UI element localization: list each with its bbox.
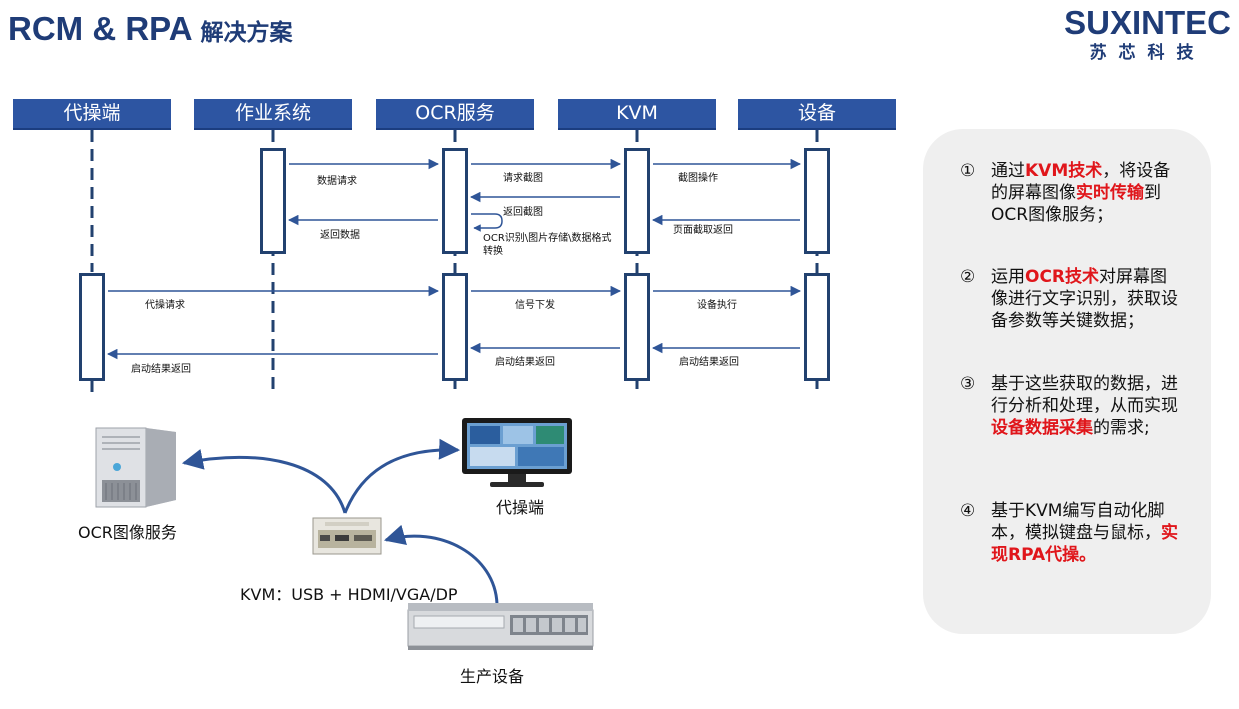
kvm-device-icon: [312, 517, 382, 555]
arrow-equipment-to-kvm: [383, 524, 499, 605]
msg-start-return-kvm: 启动结果返回: [679, 357, 739, 368]
item-number: ③: [960, 374, 976, 394]
item-number: ②: [960, 267, 976, 287]
company-logo: SUXINTEC 苏芯科技: [1064, 4, 1231, 63]
item-text: 基于KVM编写自动化脚本，模拟键盘与鼠标，: [991, 501, 1165, 543]
activation-os: [260, 148, 286, 254]
msg-return-data: 返回数据: [320, 230, 360, 241]
item-number: ④: [960, 501, 976, 521]
msg-start-return-operator: 启动结果返回: [131, 364, 191, 375]
lane-device: 设备: [738, 99, 896, 130]
label-ocr-server: OCR图像服务: [78, 523, 177, 542]
activation-device-1: [804, 148, 830, 254]
lane-ocr: OCR服务: [376, 99, 534, 130]
msg-start-return-ocr: 启动结果返回: [495, 357, 555, 368]
production-equipment-icon: [407, 603, 594, 650]
item-highlight: 实时传输: [1076, 183, 1144, 203]
activation-kvm-1: [624, 148, 650, 254]
monitor-icon: [462, 418, 572, 487]
item-highlight: KVM技术: [1025, 161, 1103, 181]
logo-en: SUXINTEC: [1064, 4, 1231, 41]
item-text: 的需求;: [1093, 418, 1150, 438]
item-highlight: 实现RPA代操。: [991, 523, 1178, 565]
msg-return-screenshot: 返回截图: [503, 207, 543, 218]
item-text: 到OCR图像服务；: [991, 183, 1161, 225]
logo-zh: 苏芯科技: [1089, 43, 1206, 63]
lane-kvm: KVM: [558, 99, 716, 130]
description-panel: ① 通过KVM技术，将设备的屏幕图像实时传输到OCR图像服务； ② 运用OCR技…: [923, 129, 1211, 634]
msg-data-request: 数据请求: [317, 176, 357, 187]
item-text: 基于这些获取的数据，进行分析和处理，从而实现: [991, 374, 1178, 416]
title-en: RCM & RPA: [8, 10, 193, 47]
item-text: 对屏幕图像进行文字识别，获取设备参数等关键数据；: [991, 267, 1178, 331]
activation-kvm-2: [624, 273, 650, 381]
item-highlight: 设备数据采集: [991, 418, 1093, 438]
lane-operator: 代操端: [13, 99, 171, 130]
lane-os: 作业系统: [194, 99, 352, 130]
msg-screenshot-request: 请求截图: [503, 173, 543, 184]
arrow-to-operator: [343, 438, 461, 514]
item-text: 运用: [991, 267, 1025, 287]
activation-ocr-1: [442, 148, 468, 254]
msg-page-capture-return: 页面截取返回: [673, 225, 733, 236]
label-operator-terminal: 代操端: [496, 498, 545, 517]
item-text: ，将设备的屏幕图像: [991, 161, 1171, 203]
arrow-self-ocr: [471, 213, 503, 232]
msg-screenshot-op: 截图操作: [678, 173, 718, 184]
page-title: RCM & RPA 解决方案: [8, 10, 293, 48]
server-icon: [95, 427, 176, 508]
item-text: 通过: [991, 161, 1025, 181]
activation-ocr-2: [442, 273, 468, 381]
msg-signal-send: 信号下发: [515, 300, 555, 311]
msg-operate-request: 代操请求: [145, 300, 185, 311]
msg-ocr-process-2: 转换: [483, 246, 503, 257]
activation-device-2: [804, 273, 830, 381]
label-production-equipment: 生产设备: [460, 667, 525, 686]
title-zh: 解决方案: [200, 20, 293, 46]
activation-operator: [79, 273, 105, 381]
item-number: ①: [960, 161, 976, 181]
msg-device-exec: 设备执行: [697, 300, 737, 311]
arrow-to-ocr-server: [181, 449, 347, 514]
msg-ocr-process-1: OCR识别\图片存储\数据格式: [483, 233, 612, 244]
item-highlight: OCR技术: [1025, 267, 1100, 287]
label-kvm: KVM：USB + HDMI/VGA/DP: [240, 585, 458, 604]
